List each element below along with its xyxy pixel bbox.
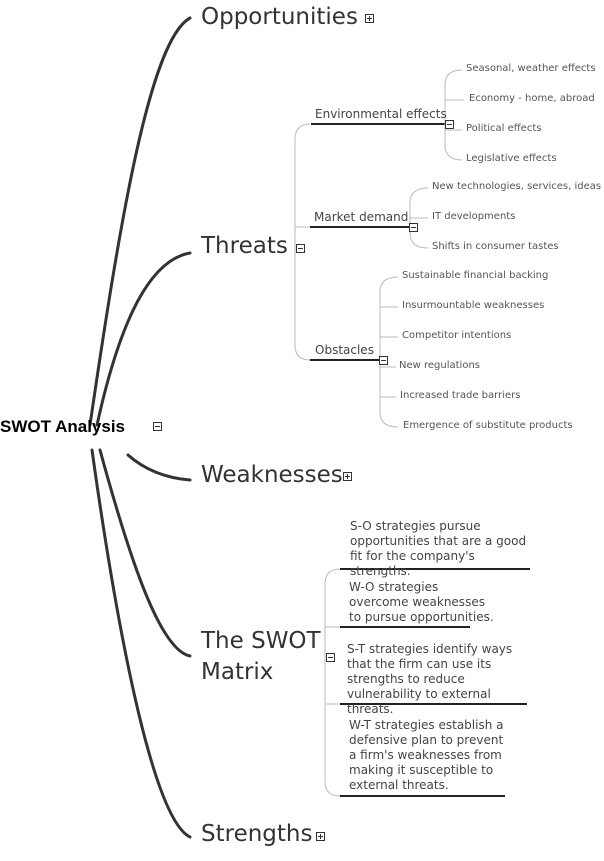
leaf-market-2[interactable]: IT developments — [432, 211, 516, 222]
env-bracket — [444, 69, 463, 161]
node-opportunities[interactable]: Opportunities — [201, 4, 358, 30]
leaf-env-3[interactable]: Political effects — [466, 123, 542, 134]
branch-threats — [95, 251, 192, 427]
branch-swot-matrix — [98, 448, 192, 658]
matrix-item-st[interactable]: S-T strategies identify ways that the fi… — [347, 642, 513, 716]
leaf-market-3[interactable]: Shifts in consumer tastes — [432, 241, 559, 252]
node-threats[interactable]: Threats — [201, 233, 288, 259]
node-obstacles[interactable]: Obstacles — [315, 343, 374, 357]
node-weaknesses[interactable]: Weaknesses — [201, 462, 343, 488]
leaf-market-1[interactable]: New technologies, services, ideas — [432, 181, 602, 192]
matrix-item-wo[interactable]: W-O strategies overcome weaknesses to pu… — [349, 580, 494, 624]
node-swot-matrix[interactable]: The SWOT Matrix — [201, 628, 321, 685]
leaf-obstacle-3[interactable]: Competitor intentions — [402, 330, 512, 341]
branch-strengths — [90, 448, 192, 839]
collapse-matrix-toggle[interactable] — [326, 653, 335, 662]
obstacles-bracket — [379, 276, 399, 428]
leaf-obstacle-1[interactable]: Sustainable financial backing — [402, 270, 549, 281]
leaf-obstacle-2[interactable]: Insurmountable weaknesses — [402, 300, 545, 311]
collapse-threats-toggle[interactable] — [296, 244, 305, 253]
node-strengths[interactable]: Strengths — [201, 821, 313, 847]
leaf-env-4[interactable]: Legislative effects — [466, 153, 557, 164]
matrix-bracket — [324, 568, 341, 797]
leaf-obstacle-5[interactable]: Increased trade barriers — [400, 390, 521, 401]
collapse-root-toggle[interactable] — [153, 422, 162, 431]
node-environmental-effects[interactable]: Environmental effects — [315, 107, 447, 121]
branch-opportunities — [88, 16, 192, 427]
node-market-demand[interactable]: Market demand — [314, 210, 409, 224]
root-node[interactable]: SWOT Analysis — [0, 417, 126, 436]
threats-bracket — [294, 123, 311, 361]
collapse-obstacles-toggle[interactable] — [379, 356, 388, 365]
expand-opportunities-toggle[interactable] — [365, 14, 374, 23]
leaf-env-1[interactable]: Seasonal, weather effects — [466, 63, 596, 74]
branch-weaknesses — [126, 453, 192, 482]
collapse-environmental-toggle[interactable] — [445, 120, 454, 129]
collapse-market-toggle[interactable] — [409, 223, 418, 232]
expand-strengths-toggle[interactable] — [316, 832, 325, 841]
matrix-item-wt[interactable]: W-T strategies establish a defensive pla… — [349, 718, 504, 792]
leaf-obstacle-6[interactable]: Emergence of substitute products — [403, 420, 573, 431]
leaf-env-2[interactable]: Economy - home, abroad — [469, 93, 595, 104]
leaf-obstacle-4[interactable]: New regulations — [399, 360, 480, 371]
expand-weaknesses-toggle[interactable] — [343, 472, 352, 481]
matrix-item-so[interactable]: S-O strategies pursue opportunities that… — [350, 519, 527, 578]
